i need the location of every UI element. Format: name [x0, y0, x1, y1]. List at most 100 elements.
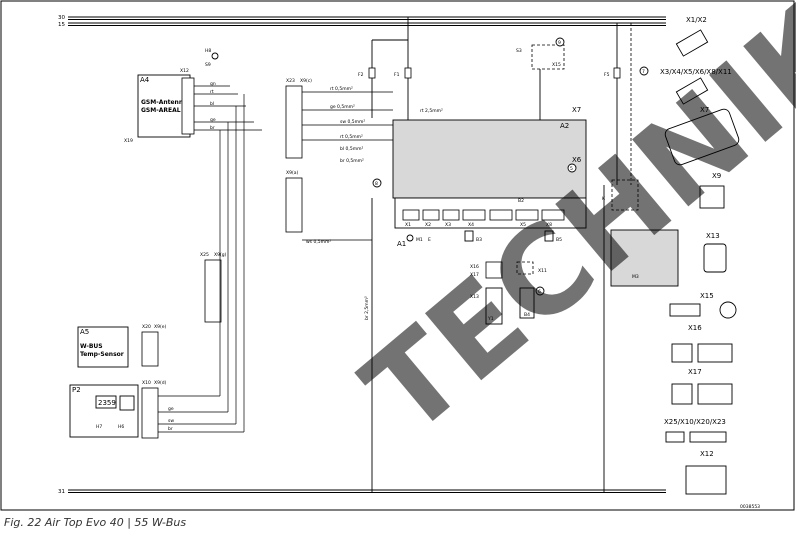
legend-x1x2: X1/X2 — [686, 16, 707, 24]
wire-br25: br 2,5mm² — [364, 296, 370, 320]
wiring-diagram: 30 15 31 A2 A1 X1 X2 X3 X4 X5 X8 X7 X6 M… — [0, 0, 795, 511]
legend-x9: X9 — [712, 172, 721, 180]
label-h8: H8 — [205, 48, 211, 54]
connector-legend: X1/X2 X3/X4/X5/X6/X8/X11 X7 X9 X13 X15 X… — [660, 16, 760, 510]
wire-br05: br 0,5mm² — [340, 158, 364, 164]
label-x23: X23 — [286, 78, 295, 84]
legend-x7: X7 — [700, 106, 709, 114]
label-x11: X11 — [538, 268, 547, 274]
label-x5: X5 — [520, 222, 526, 228]
label-b3: B3 — [476, 237, 482, 243]
label-x4: X4 — [468, 222, 474, 228]
marker-6: 6 — [538, 289, 541, 295]
relay-k: 7 5 K M3 — [567, 66, 679, 287]
label-f2: F2 — [358, 72, 364, 78]
connector-x23: X23 X9(c) rt 0,5mm² ge 0,5mm² sw 0,5mm² … — [285, 78, 393, 164]
label-x7: X7 — [572, 106, 581, 114]
label-a2: A2 — [560, 122, 569, 130]
wire-ge: ge — [210, 118, 216, 123]
label-k: K — [602, 196, 606, 202]
figure-caption: Fig. 22 Air Top Evo 40 | 55 W-Bus — [4, 516, 187, 529]
bus-label-31: 31 — [58, 489, 65, 495]
label-x3: X3 — [445, 222, 451, 228]
a5-line1: W-BUS — [80, 343, 103, 350]
wire-ge-p2: ge — [168, 407, 174, 412]
label-f5: F5 — [604, 72, 610, 78]
wire-bl: bl — [210, 101, 214, 107]
marker-8: 8 — [375, 181, 378, 187]
label-b2: B2 — [518, 198, 524, 204]
wire-bl05: bl 0,5mm² — [340, 146, 363, 152]
wire-rt05: rt 0,5mm² — [330, 86, 353, 92]
control-unit-a2: A2 A1 X1 X2 X3 X4 X5 X8 X7 X6 M1 E B3 B5… — [392, 106, 587, 248]
label-h7: H7 — [96, 424, 102, 430]
label-x9a: X9(a) — [286, 170, 298, 176]
label-x9e: X9(e) — [154, 324, 166, 330]
legend-x3: X3/X4/X5/X6/X8/X11 — [660, 68, 732, 76]
label-x9c: X9(c) — [300, 78, 312, 84]
connector-x9a: X9(a) ws 0,5mm² 8 — [285, 170, 382, 245]
label-b5: B5 — [556, 237, 562, 243]
diagram-frame — [0, 0, 795, 511]
label-x9d: X9(d) — [154, 380, 167, 386]
label-y1: Y1 — [487, 316, 494, 322]
wire-ge05: ge 0,5mm² — [330, 104, 355, 110]
a4-line1: GSM-Antenne — [141, 99, 187, 106]
wire-gn: gn — [210, 82, 216, 87]
label-x13: X13 — [470, 294, 479, 300]
watermark-text: TECHNIK — [339, 0, 796, 462]
label-m1: M1 — [416, 237, 423, 243]
label-x16: X16 — [470, 264, 479, 270]
label-s3: S3 — [516, 48, 522, 54]
module-p2: P2 2359 H7 H6 X10 X9(d) ge sw br — [69, 380, 244, 439]
label-x8: X8 — [546, 222, 552, 228]
switch-s3-group: S3 X15 9 — [516, 37, 565, 120]
module-a5: A5 W-BUS Temp-Sensor X20 X9(e) — [77, 324, 166, 368]
fuses: F2 F1 F5 rt 2,5mm² — [358, 17, 632, 185]
label-x6: X6 — [572, 156, 582, 164]
p2-display: 2359 — [98, 399, 116, 407]
label-m3: M3 — [632, 274, 639, 280]
legend-x25: X25/X10/X20/X23 — [664, 418, 726, 426]
wire-br-p2: br — [168, 426, 173, 432]
legend-x15: X15 — [700, 292, 714, 300]
label-p2: P2 — [72, 386, 81, 394]
wire-rt25: rt 2,5mm² — [420, 108, 443, 114]
wire-sw-p2: sw — [168, 419, 174, 424]
label-x12: X12 — [180, 68, 189, 74]
label-a5: A5 — [80, 328, 89, 336]
legend-x16: X16 — [688, 324, 702, 332]
wire-sw05: sw 0,5mm² — [340, 119, 365, 125]
label-x25: X25 — [200, 252, 209, 258]
marker-7: 7 — [642, 69, 645, 75]
wire-rt05b: rt 0,5mm² — [340, 134, 363, 140]
bus-label-30: 30 — [58, 15, 65, 21]
harness-lines: br 2,5mm² — [219, 94, 605, 492]
label-f1: F1 — [394, 72, 400, 78]
wire-ws05: ws 0,5mm² — [306, 239, 331, 245]
label-x19: X19 — [124, 138, 133, 144]
label-h6: H6 — [118, 424, 124, 430]
legend-x12: X12 — [700, 450, 714, 458]
label-x20: X20 — [142, 324, 151, 330]
a5-line2: Temp-Sensor — [80, 351, 124, 358]
label-x1: X1 — [405, 222, 411, 228]
wire-br: br — [210, 125, 215, 131]
legend-x17: X17 — [688, 368, 702, 376]
label-e: E — [428, 237, 431, 243]
label-x15: X15 — [552, 62, 561, 68]
legend-code: 0038553 — [740, 504, 760, 510]
bus-lines: 30 15 31 — [58, 15, 666, 495]
marker-5: 5 — [570, 166, 573, 172]
label-s9: S9 — [205, 62, 211, 68]
label-a4: A4 — [140, 76, 150, 84]
a4-line2: GSM-AREAL — [141, 107, 181, 114]
bus-label-15: 15 — [58, 22, 65, 28]
label-x2: X2 — [425, 222, 431, 228]
legend-x13: X13 — [706, 232, 720, 240]
watermark: TECHNIK — [339, 0, 796, 462]
label-x10: X10 — [142, 380, 151, 386]
label-x17: X17 — [470, 272, 479, 278]
label-a1: A1 — [397, 240, 406, 248]
marker-9: 9 — [558, 40, 561, 46]
